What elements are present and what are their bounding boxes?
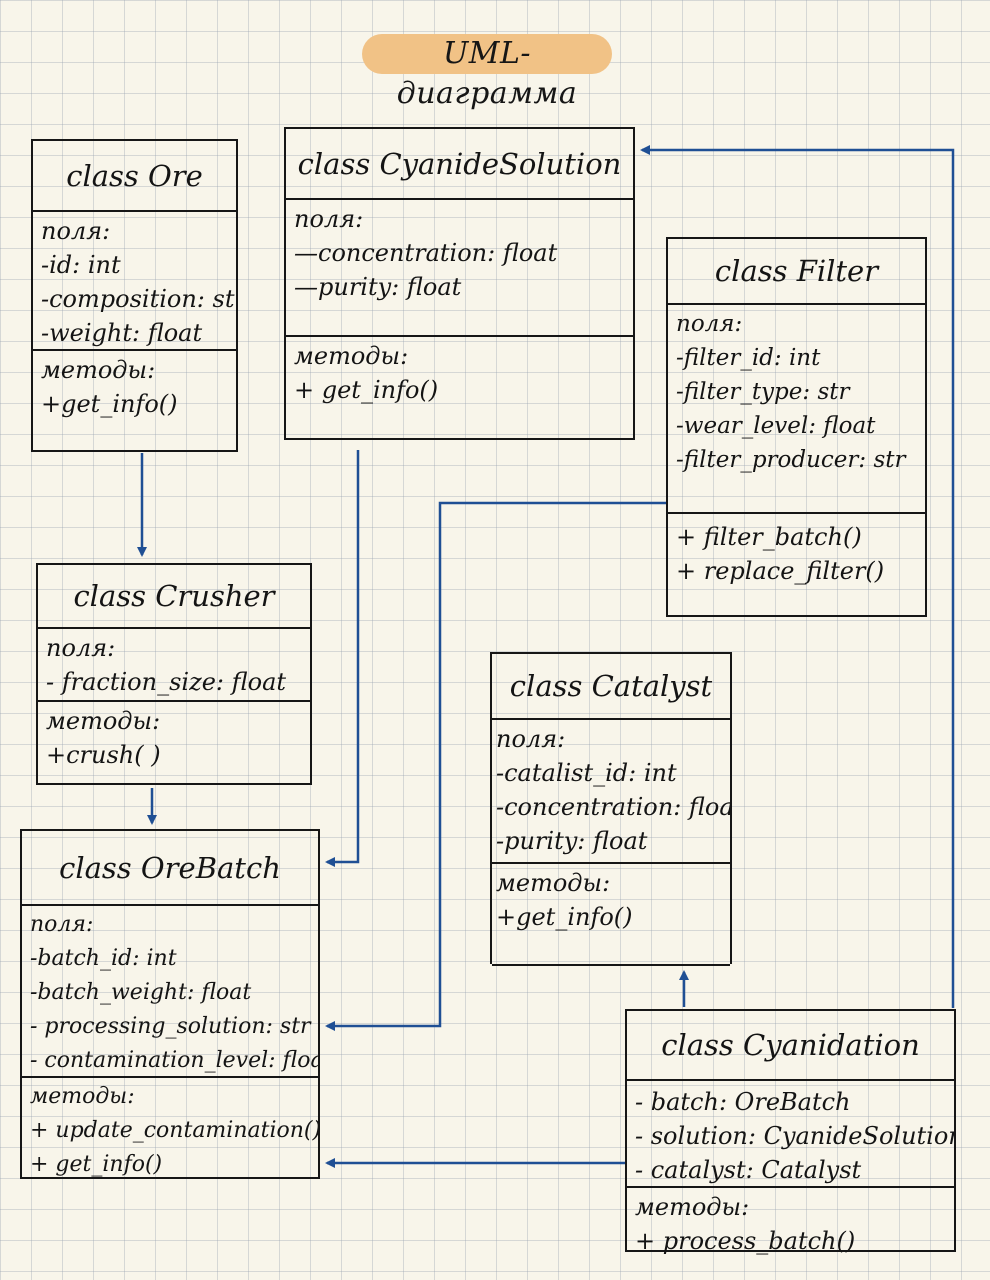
class-cyanidation-methods: методы: + process_batch() <box>627 1188 954 1258</box>
class-crusher-box: class Crusher поля: - fraction_size: flo… <box>36 563 312 785</box>
class-ore-batch-methods: методы: + update_contamination() + get_i… <box>22 1078 318 1182</box>
methods-label: методы: <box>294 342 409 370</box>
attribute: - batch: OreBatch <box>635 1088 851 1116</box>
class-ore-box: class Ore поля: -id: int -composition: s… <box>31 139 238 452</box>
attribute: -concentration: float <box>496 793 730 821</box>
class-filter-name: class Filter <box>668 239 925 305</box>
attribute: -batch_id: int <box>30 946 177 971</box>
attributes-label: поля: <box>676 311 743 337</box>
class-filter-methods: + filter_batch() + replace_filter() <box>668 514 925 588</box>
method: +crush( ) <box>46 741 161 769</box>
class-crusher-name: class Crusher <box>38 565 310 629</box>
class-cyanide-solution-methods: методы: + get_info() <box>286 337 633 407</box>
attributes-label: поля: <box>41 217 111 245</box>
method: + update_contamination() <box>30 1118 318 1143</box>
class-crusher-methods: методы: +crush( ) <box>38 702 310 772</box>
class-cyanide-solution-attributes: поля: —concentration: float —purity: flo… <box>286 200 633 337</box>
methods-label: методы: <box>46 707 161 735</box>
attribute: - fraction_size: float <box>46 668 287 696</box>
class-catalyst-name: class Catalyst <box>492 654 730 720</box>
attributes-label: поля: <box>294 205 364 233</box>
attribute: - solution: CyanideSolution <box>635 1122 954 1150</box>
methods-label: методы: <box>635 1193 750 1221</box>
class-ore-attributes: поля: -id: int -composition: str -weight… <box>33 212 236 351</box>
arrow-cyanide-solution-to-ore-batch <box>325 450 360 867</box>
attribute: - contamination_level: float <box>30 1048 318 1073</box>
method: +get_info() <box>496 903 633 931</box>
method: + get_info() <box>30 1152 163 1177</box>
attribute: -filter_producer: str <box>676 447 906 473</box>
diagram-title: UML-диаграмма <box>362 34 612 111</box>
attribute: -id: int <box>41 251 121 279</box>
class-cyanidation-name: class Cyanidation <box>627 1011 954 1081</box>
attribute: -wear_level: float <box>676 413 876 439</box>
arrow-cyanidation-to-cyanide-solution <box>640 145 955 1008</box>
attribute: -purity: float <box>496 827 648 855</box>
attributes-label: поля: <box>496 725 566 753</box>
class-filter-box: class Filter поля: -filter_id: int -filt… <box>666 237 927 617</box>
class-filter-attributes: поля: -filter_id: int -filter_type: str … <box>668 305 925 514</box>
attribute: - catalyst: Catalyst <box>635 1156 862 1184</box>
attribute: - processing_solution: str <box>30 1014 311 1039</box>
attribute: -filter_type: str <box>676 379 850 405</box>
methods-label: методы: <box>41 356 156 384</box>
class-catalyst-box: class Catalyst поля: -catalist_id: int -… <box>490 652 732 966</box>
arrow-filter-to-ore-batch <box>325 501 666 1031</box>
attribute: -filter_id: int <box>676 345 821 371</box>
class-cyanidation-box: class Cyanidation - batch: OreBatch - so… <box>625 1009 956 1255</box>
class-ore-name: class Ore <box>33 141 236 212</box>
class-cyanide-solution-box: class CyanideSolution поля: —concentrati… <box>284 127 635 440</box>
class-cyanide-solution-name: class CyanideSolution <box>286 129 633 200</box>
method: + filter_batch() <box>676 523 862 551</box>
attribute: -batch_weight: float <box>30 980 252 1005</box>
attribute: —purity: float <box>294 273 462 301</box>
method: + process_batch() <box>635 1227 856 1255</box>
attributes-label: поля: <box>30 912 94 937</box>
class-ore-batch-attributes: поля: -batch_id: int -batch_weight: floa… <box>22 906 318 1078</box>
methods-label: методы: <box>30 1084 135 1109</box>
attribute: -weight: float <box>41 319 203 347</box>
method: +get_info() <box>41 390 178 418</box>
methods-label: методы: <box>496 869 611 897</box>
attribute: -composition: str <box>41 285 236 313</box>
class-ore-batch-box: class OreBatch поля: -batch_id: int -bat… <box>20 829 320 1179</box>
attribute: -catalist_id: int <box>496 759 677 787</box>
class-catalyst-attributes: поля: -catalist_id: int -concentration: … <box>492 720 730 864</box>
class-crusher-attributes: поля: - fraction_size: float <box>38 629 310 702</box>
class-catalyst-methods: методы: +get_info() <box>492 864 730 966</box>
attribute: —concentration: float <box>294 239 558 267</box>
class-cyanidation-attributes: - batch: OreBatch - solution: CyanideSol… <box>627 1081 954 1188</box>
class-ore-batch-name: class OreBatch <box>22 831 318 906</box>
method: + replace_filter() <box>676 557 885 585</box>
attributes-label: поля: <box>46 634 116 662</box>
method: + get_info() <box>294 376 439 404</box>
class-ore-methods: методы: +get_info() <box>33 351 236 421</box>
